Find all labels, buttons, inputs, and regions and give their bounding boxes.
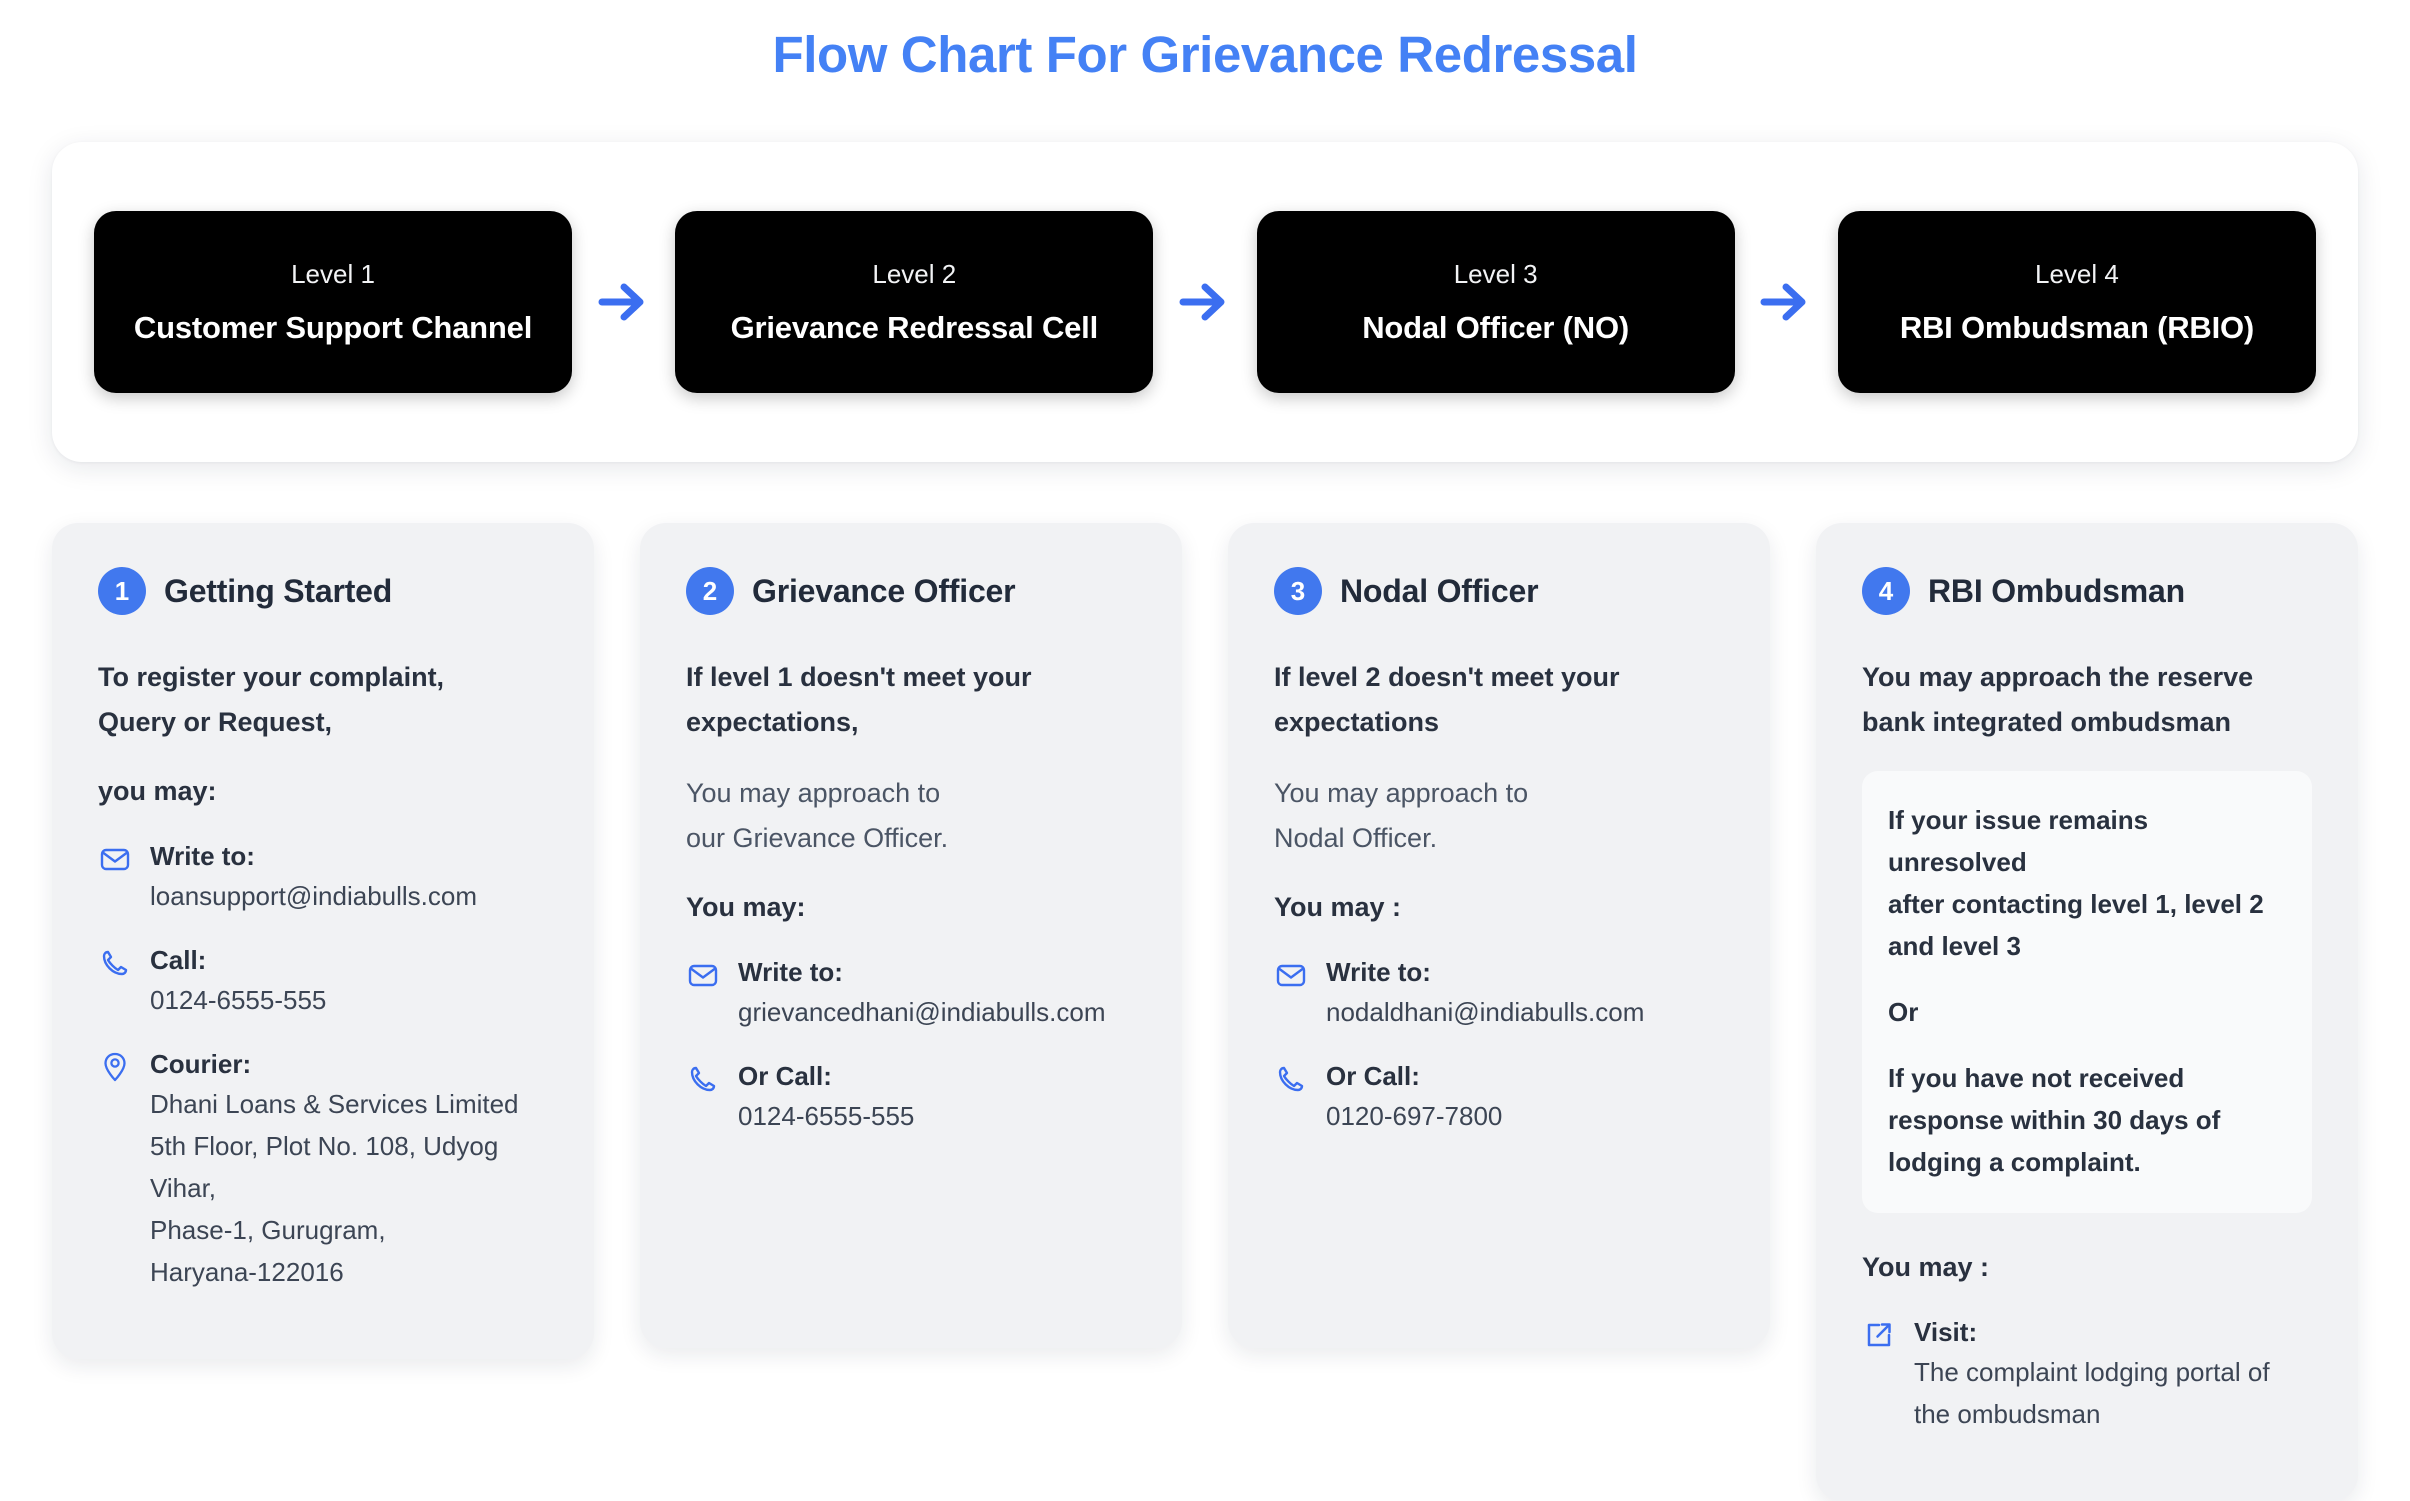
card-3-step-badge: 3	[1274, 567, 1322, 615]
card-1-title: Getting Started	[164, 572, 393, 609]
card-2-muted-text: You may approach to our Grievance Office…	[686, 778, 949, 853]
card-1-contact-courier: Courier: Dhani Loans & Services Limited …	[98, 1045, 548, 1293]
card-1-phone-label: Call:	[150, 945, 207, 975]
card-3-title: Nodal Officer	[1340, 572, 1539, 609]
card-4-visit-label: Visit:	[1914, 1317, 1978, 1347]
page-title: Flow Chart For Grievance Redressal	[772, 26, 1638, 83]
levels-panel: Level 1 Customer Support Channel Level 2…	[52, 142, 2358, 462]
level-3-kicker: Level 3	[1453, 259, 1538, 289]
arrow-right-icon-3	[1750, 281, 1822, 323]
card-2-strong-text: If level 1 doesn't meet your expectation…	[686, 662, 1032, 737]
card-2-email-label: Write to:	[738, 957, 843, 987]
card-3-contact-email[interactable]: Write to: nodaldhani@indiabulls.com	[1274, 953, 1724, 1033]
card-1-strong-text: To register your complaint, Query or Req…	[98, 662, 445, 737]
card-4-step-badge: 4	[1862, 567, 1910, 615]
mail-icon	[686, 956, 720, 994]
external-link-icon	[1862, 1316, 1896, 1354]
card-rbi-ombudsman: 4 RBI Ombudsman You may approach the res…	[1816, 523, 2358, 1501]
card-3-email-label: Write to:	[1326, 957, 1431, 987]
level-4-name: RBI Ombudsman (RBIO)	[1899, 310, 2255, 345]
card-1-courier-value: Dhani Loans & Services Limited 5th Floor…	[150, 1089, 519, 1287]
card-3-email-value: nodaldhani@indiabulls.com	[1326, 997, 1645, 1027]
mail-icon	[1274, 956, 1308, 994]
level-2-kicker: Level 2	[872, 259, 957, 289]
card-1-contact-phone[interactable]: Call: 0124-6555-555	[98, 941, 548, 1021]
card-2-phone-value: 0124-6555-555	[738, 1101, 915, 1131]
detail-cards-row: 1 Getting Started To register your compl…	[52, 523, 2358, 1501]
card-2-email-value: grievancedhani@indiabulls.com	[738, 997, 1106, 1027]
card-3-phone-value: 0120-697-7800	[1326, 1101, 1503, 1131]
mail-icon	[98, 840, 132, 878]
card-grievance-officer: 2 Grievance Officer If level 1 doesn't m…	[640, 523, 1182, 1348]
card-2-title: Grievance Officer	[752, 572, 1016, 609]
arrow-right-icon-2	[1169, 281, 1241, 323]
card-3-header: 3 Nodal Officer	[1274, 567, 1724, 615]
card-nodal-officer: 3 Nodal Officer If level 2 doesn't meet …	[1228, 523, 1770, 1348]
card-4-header: 4 RBI Ombudsman	[1862, 567, 2312, 615]
level-box-4: Level 4 RBI Ombudsman (RBIO)	[1837, 211, 2316, 393]
card-2-phone-label: Or Call:	[738, 1061, 832, 1091]
card-getting-started: 1 Getting Started To register your compl…	[52, 523, 594, 1359]
card-4-callout-box: If your issue remains unresolved after c…	[1862, 771, 2312, 1213]
card-2-contact-phone[interactable]: Or Call: 0124-6555-555	[686, 1057, 1136, 1137]
phone-icon	[98, 944, 132, 982]
card-2-contact-email[interactable]: Write to: grievancedhani@indiabulls.com	[686, 953, 1136, 1033]
phone-icon	[686, 1060, 720, 1098]
level-3-name: Nodal Officer (NO)	[1362, 310, 1630, 345]
card-1-step-badge: 1	[98, 567, 146, 615]
phone-icon	[1274, 1060, 1308, 1098]
location-pin-icon	[98, 1048, 132, 1086]
card-4-you-may-label: You may :	[1862, 1252, 1990, 1282]
card-3-phone-label: Or Call:	[1326, 1061, 1420, 1091]
card-1-header: 1 Getting Started	[98, 567, 548, 615]
card-1-phone-value: 0124-6555-555	[150, 985, 327, 1015]
card-4-contact-visit[interactable]: Visit: The complaint lodging portal of t…	[1862, 1313, 2312, 1435]
card-3-contact-phone[interactable]: Or Call: 0120-697-7800	[1274, 1057, 1724, 1137]
card-3-strong-text: If level 2 doesn't meet your expectation…	[1274, 662, 1620, 737]
card-4-callout-line-1: If your issue remains unresolved after c…	[1888, 805, 2264, 961]
card-4-strong-text: You may approach the reserve bank integr…	[1862, 662, 2254, 737]
level-box-3: Level 3 Nodal Officer (NO)	[1256, 211, 1735, 393]
level-1-name: Customer Support Channel	[133, 310, 533, 345]
card-1-you-may-label: you may:	[98, 776, 217, 806]
level-4-kicker: Level 4	[2035, 259, 2119, 289]
level-2-name: Grievance Redressal Cell	[730, 310, 1099, 345]
card-2-step-badge: 2	[686, 567, 734, 615]
card-4-callout-line-2: Or	[1888, 997, 1919, 1027]
card-4-callout-line-3: If you have not received response within…	[1888, 1063, 2221, 1177]
card-2-header: 2 Grievance Officer	[686, 567, 1136, 615]
card-1-courier-label: Courier:	[150, 1049, 252, 1079]
card-3-muted-text: You may approach to Nodal Officer.	[1274, 778, 1529, 853]
grievance-redressal-flowchart-page: Flow Chart For Grievance Redressal Level…	[52, 26, 2358, 1501]
arrow-right-icon-1	[588, 281, 660, 323]
card-2-you-may-label: You may:	[686, 892, 806, 922]
card-1-email-label: Write to:	[150, 841, 255, 871]
card-4-visit-value: The complaint lodging portal of the ombu…	[1914, 1357, 2270, 1429]
level-box-2: Level 2 Grievance Redressal Cell	[675, 211, 1154, 393]
level-box-1: Level 1 Customer Support Channel	[94, 211, 572, 393]
card-3-you-may-label: You may :	[1274, 892, 1402, 922]
card-1-contact-email[interactable]: Write to: loansupport@indiabulls.com	[98, 837, 548, 917]
level-1-kicker: Level 1	[291, 259, 375, 289]
card-4-title: RBI Ombudsman	[1928, 572, 2185, 609]
card-1-email-value: loansupport@indiabulls.com	[150, 881, 478, 911]
